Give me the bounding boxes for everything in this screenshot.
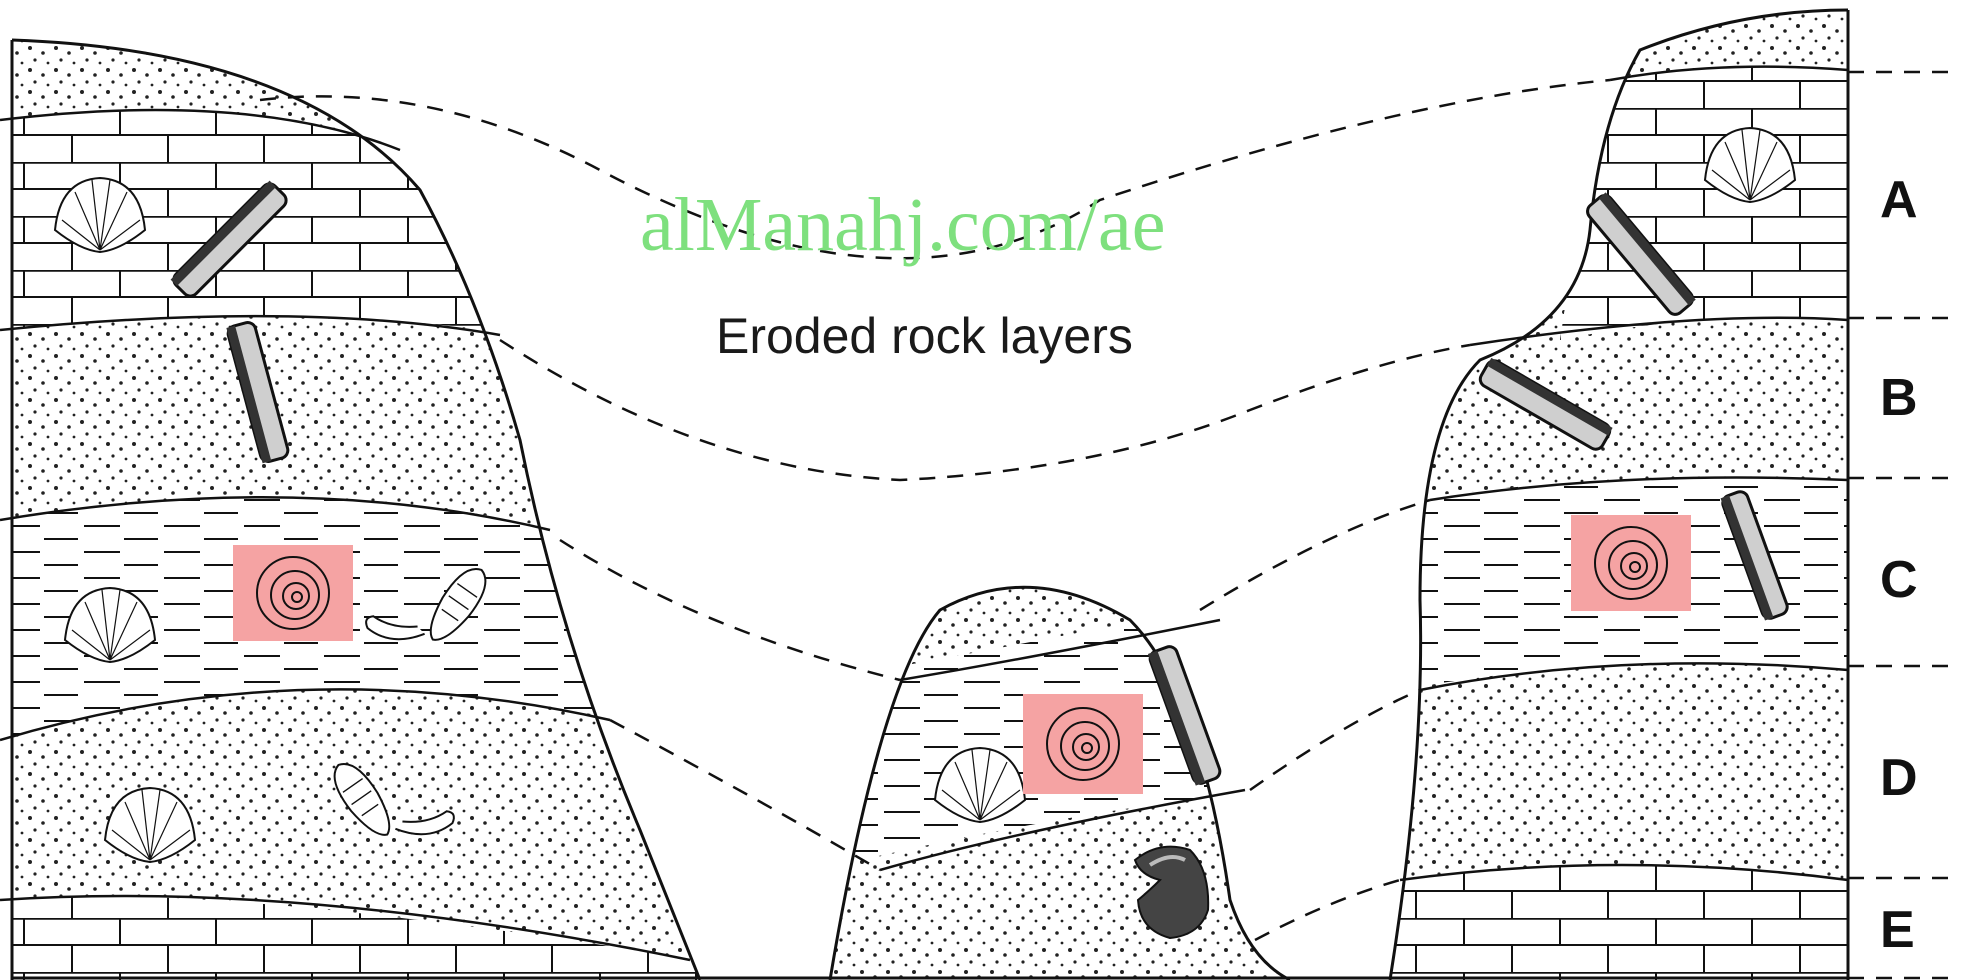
ammonite-icon <box>1571 515 1691 611</box>
layer-label-d: D <box>1880 748 1918 808</box>
watermark-text: alManahj.com/ae <box>640 182 1165 269</box>
ammonite-icon <box>1023 694 1143 794</box>
layer-label-a: A <box>1880 170 1918 230</box>
horn-coral-icon <box>1135 847 1208 938</box>
right-cliff <box>1380 0 1860 980</box>
eroded-layers-label: Eroded rock layers <box>716 307 1133 365</box>
layer-label-b: B <box>1880 368 1918 428</box>
layer-label-e: E <box>1880 900 1915 960</box>
layer-label-c: C <box>1880 550 1918 610</box>
ammonite-icon <box>233 545 353 641</box>
